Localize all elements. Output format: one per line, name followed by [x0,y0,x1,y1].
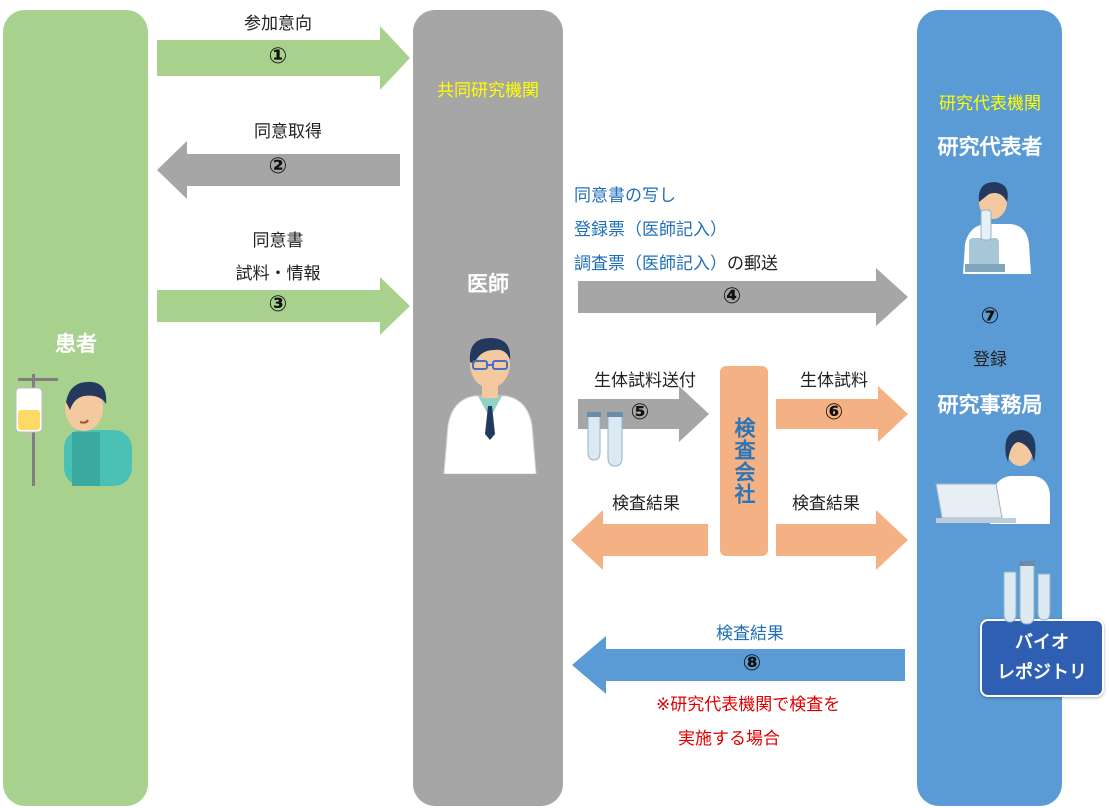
step-7-number: ⑦ [980,304,1000,329]
arrow-4-right [578,268,908,326]
rep-institution-label: 研究代表機関 [939,94,1041,114]
note-line-2: 実施する場合 [678,729,780,749]
patient-iv-illustration [15,374,132,486]
office-staff-illustration [935,430,1050,524]
biorepository-line-1: バイオ [1015,632,1069,653]
flow-8-number: ⑧ [742,651,762,676]
flow-3-label-1: 同意書 [252,231,304,251]
lab-company-label: 検査会社 [732,417,756,505]
lab-company-box: 検査会社 [720,366,768,556]
arrow-1-right [157,26,410,90]
arrow-3-right [157,277,410,335]
flow-4-line-1: 同意書の写し [574,186,676,206]
note-line-1: ※研究代表機関で検査を [656,695,841,715]
flow-2-label: 同意取得 [254,122,322,142]
flow-2-number: ② [268,154,288,179]
flow-6-label: 生体試料 [800,371,868,391]
doctor-illustration [443,338,537,474]
researcher-microscope-illustration [963,182,1031,274]
office-label: 研究事務局 [937,393,1043,417]
doctor-institution-label: 共同研究機関 [437,81,539,101]
test-tubes-biorepository-icon [1003,561,1051,625]
doctor-label: 医師 [467,272,509,296]
arrow-result-right [776,510,908,570]
flow-4-line-2: 登録票（医師記入） [574,220,727,240]
flow-5-label: 生体試料送付 [594,371,696,391]
biorepository-line-2: レポジトリ [997,662,1087,683]
flow-3-number: ③ [268,292,288,317]
flow-1-label: 参加意向 [244,14,312,34]
rep-leader-label: 研究代表者 [937,135,1043,159]
patient-label: 患者 [55,332,97,356]
flow-6-number: ⑥ [824,400,844,425]
flow-4-line-3: 調査票（医師記入）の郵送 [574,249,778,274]
flow-4-line-3a: 調査票（医師記入） [574,254,727,274]
result-left-label: 検査結果 [612,494,680,514]
test-tubes-small-icon [587,412,623,467]
result-right-label: 検査結果 [792,494,860,514]
arrow-result-left [571,510,708,570]
flow-4-number: ④ [722,284,742,309]
registration-label: 登録 [973,350,1007,370]
flow-5-number: ⑤ [630,400,650,425]
flow-4-line-3b: の郵送 [727,254,778,274]
flow-3-label-2: 試料・情報 [235,264,321,284]
arrow-8-left [572,636,905,694]
biorepository-badge: バイオ レポジトリ [980,619,1104,697]
flow-1-number: ① [268,44,288,69]
arrow-6-right [776,386,908,442]
arrow-2-left [157,141,400,199]
flow-8-label: 検査結果 [716,624,784,644]
